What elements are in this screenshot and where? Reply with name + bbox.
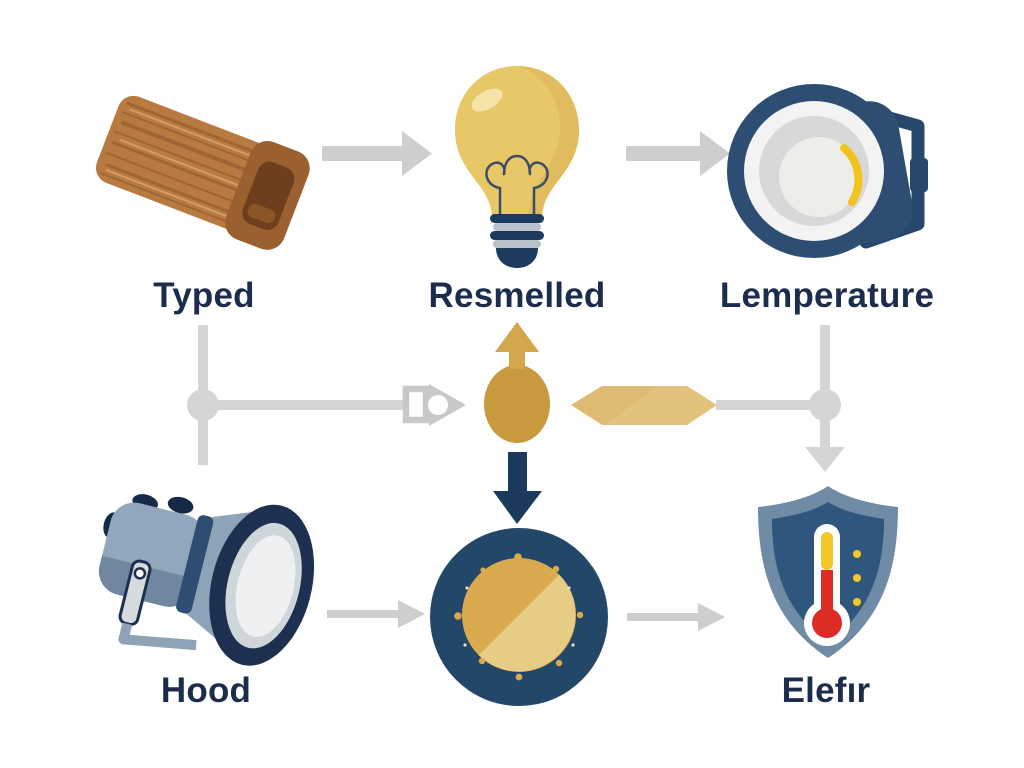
up-arrow-icon — [495, 322, 539, 369]
junction-node — [809, 389, 841, 421]
label-bottom-right: Elefır — [781, 671, 871, 710]
gold-hexagon-shape — [571, 386, 717, 425]
studio-spotlight-icon — [722, 72, 937, 277]
label-top-right: Lemperature — [719, 276, 935, 315]
right-block-arrow-icon — [626, 131, 730, 176]
label-top-left: Typed — [153, 276, 255, 315]
right-line-arrow-icon — [327, 600, 425, 628]
thermometer-shield-icon — [744, 472, 912, 672]
light-bulb-icon — [440, 56, 595, 276]
flashlight-icon — [86, 468, 321, 673]
moon-dots-circle-icon — [427, 525, 612, 710]
gold-circle-node — [484, 365, 550, 443]
label-bottom-left: Hood — [160, 671, 252, 710]
right-block-arrow-icon — [322, 131, 432, 176]
label-top-center: Resmelled — [428, 276, 606, 315]
down-arrowhead-icon — [805, 447, 845, 472]
down-arrow-icon — [493, 452, 542, 524]
outlined-arrow-marker-icon — [402, 384, 466, 426]
wood-log-icon — [88, 66, 323, 281]
right-line-arrow-icon — [627, 603, 725, 631]
junction-node — [187, 389, 219, 421]
